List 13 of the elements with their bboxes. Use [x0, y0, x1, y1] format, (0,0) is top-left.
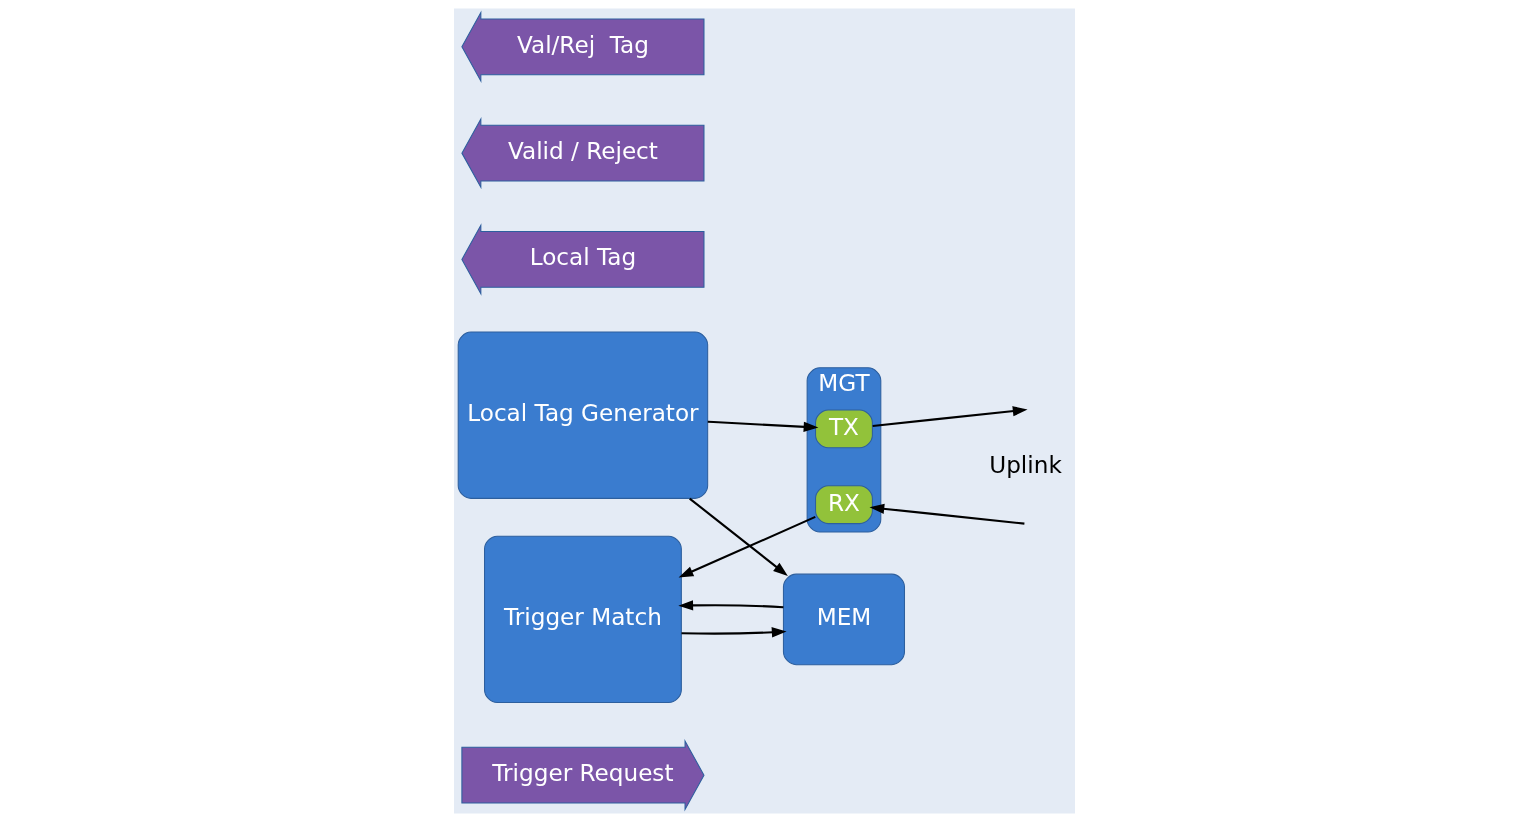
arrow	[872, 406, 1028, 428]
arrow	[707, 420, 819, 432]
node-box: RX	[815, 485, 873, 525]
label: Uplink	[989, 451, 1062, 478]
node-box: MEM	[782, 573, 905, 666]
arrow	[869, 503, 1025, 525]
arrow	[678, 600, 784, 611]
node-box: Local Tag Generator	[457, 331, 709, 499]
node-box: Trigger Match	[484, 535, 682, 704]
arrow	[681, 627, 787, 638]
arrow	[678, 515, 816, 578]
arrow	[689, 497, 788, 576]
node-box: TX	[815, 409, 873, 449]
